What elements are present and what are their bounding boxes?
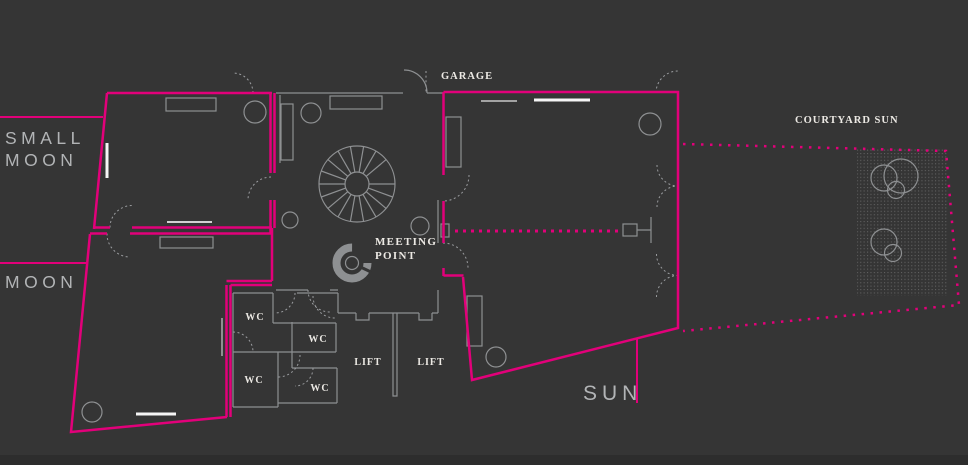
label-courtyard-sun: COURTYARD SUN [795, 115, 899, 126]
tree-icon [883, 243, 903, 263]
meeting-point-icon [332, 243, 372, 283]
room-moon-outline[interactable] [69, 228, 274, 434]
wc-block-walls [232, 292, 338, 408]
label-lift-1: LIFT [354, 357, 381, 368]
column-circle [300, 102, 322, 124]
label-sun: SUN [583, 382, 642, 405]
spiral-staircase-icon [318, 145, 396, 223]
hall-left-closet [280, 103, 294, 161]
column-circle [485, 346, 507, 368]
garage-door-arc [403, 69, 428, 94]
courtyard-paving [857, 148, 947, 296]
label-garage: GARAGE [441, 71, 493, 82]
tree-icons [870, 158, 919, 263]
axis-end-door-leaf [637, 217, 652, 243]
label-wc-1: WC [245, 312, 264, 323]
radiator [329, 95, 383, 110]
tree-icon [883, 158, 919, 194]
label-wc-2: WC [308, 334, 327, 345]
window-marks [105, 98, 590, 416]
label-small-moon-line2: MOON [5, 150, 77, 170]
label-meeting-point-line2: POINT [375, 250, 416, 262]
plan-pink-walls [0, 90, 961, 434]
lift-lobby-walls [337, 290, 439, 397]
label-leader-lines [0, 116, 638, 403]
room-sun-outline[interactable] [442, 90, 680, 382]
tree-icon [870, 228, 898, 256]
label-lift-2: LIFT [417, 357, 444, 368]
label-meeting-point-line1: MEETING [375, 236, 437, 248]
radiator [165, 97, 217, 112]
tree-icon [870, 164, 898, 192]
label-wc-4: WC [310, 383, 329, 394]
radiator [159, 236, 214, 249]
column-circle [638, 112, 662, 136]
column-circle [243, 100, 267, 124]
label-moon: MOON [5, 272, 77, 292]
plan-gray-linework [81, 69, 662, 423]
label-small-moon-line1: SMALL [5, 128, 85, 148]
column-circle [410, 216, 430, 236]
axis-start-marker [440, 223, 450, 238]
tree-icon [886, 180, 906, 200]
room-small-moon-outline[interactable] [90, 91, 276, 235]
radiator [445, 116, 462, 168]
column-circle [281, 211, 299, 229]
label-wc-3: WC [244, 375, 263, 386]
door-swing-arcs [106, 70, 679, 387]
bottom-strip [0, 455, 968, 465]
labels: SMALL MOON MOON SUN GARAGE COURTYARD SUN… [5, 71, 899, 405]
column-circle [81, 401, 103, 423]
